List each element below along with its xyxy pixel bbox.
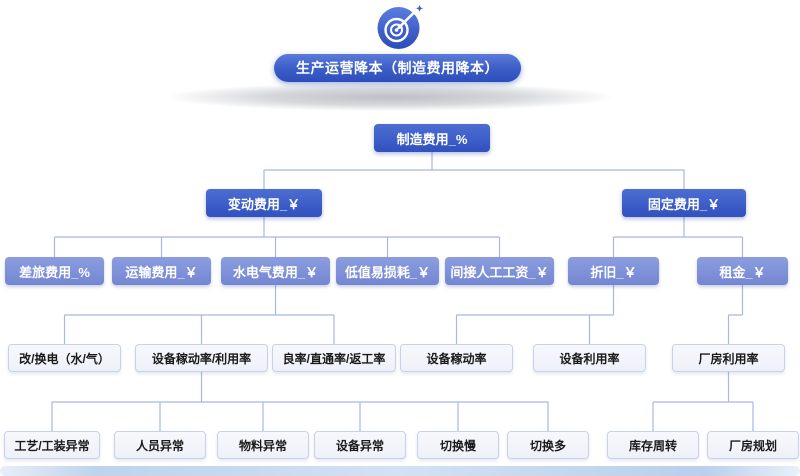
node-plant-utilization-rate: 厂房利用率 — [672, 344, 785, 372]
node-manufacturing-cost-pct: 制造费用_% — [374, 124, 490, 152]
node-equipment-abnormal: 设备异常 — [314, 431, 406, 459]
node-material-abnormal: 物料异常 — [217, 431, 309, 459]
node-fixed-cost: 固定费用_￥ — [622, 189, 746, 217]
diagram-title-banner: 生产运营降本（制造费用降本） — [274, 54, 522, 82]
node-rent: 租金_￥ — [697, 257, 788, 285]
node-indirect-labor-cost: 间接人工工资_￥ — [445, 257, 554, 285]
node-transport-cost: 运输费用_￥ — [112, 257, 211, 285]
diagram-title: 生产运营降本（制造费用降本） — [296, 60, 500, 76]
target-dart-icon — [376, 3, 424, 51]
node-depreciation: 折旧_￥ — [568, 257, 659, 285]
node-plant-planning: 厂房规划 — [707, 431, 799, 459]
node-personnel-abnormal: 人员异常 — [114, 431, 206, 459]
banner-shadow-ellipse — [168, 83, 612, 111]
node-equipment-operation-rate: 设备稼动率 — [400, 344, 513, 372]
node-power-switch: 改/换电（水/气） — [8, 344, 121, 372]
bottom-decor-bar — [0, 466, 800, 476]
node-travel-cost: 差旅费用_% — [5, 257, 104, 285]
node-slow-changeover: 切换慢 — [417, 431, 499, 459]
node-utilities-cost: 水电气费用_￥ — [221, 257, 330, 285]
node-yield-rate: 良率/直通率/返工率 — [272, 344, 396, 372]
node-process-tooling-abnormal: 工艺/工装异常 — [4, 431, 100, 459]
node-consumables-cost: 低值易损耗_￥ — [336, 257, 439, 285]
node-inventory-turnover: 库存周转 — [607, 431, 699, 459]
node-variable-cost: 变动费用_￥ — [206, 189, 322, 217]
node-equipment-usage-rate: 设备利用率 — [533, 344, 646, 372]
node-equipment-utilization-rate: 设备稼动率/利用率 — [135, 344, 268, 372]
node-frequent-changeover: 切换多 — [507, 431, 589, 459]
